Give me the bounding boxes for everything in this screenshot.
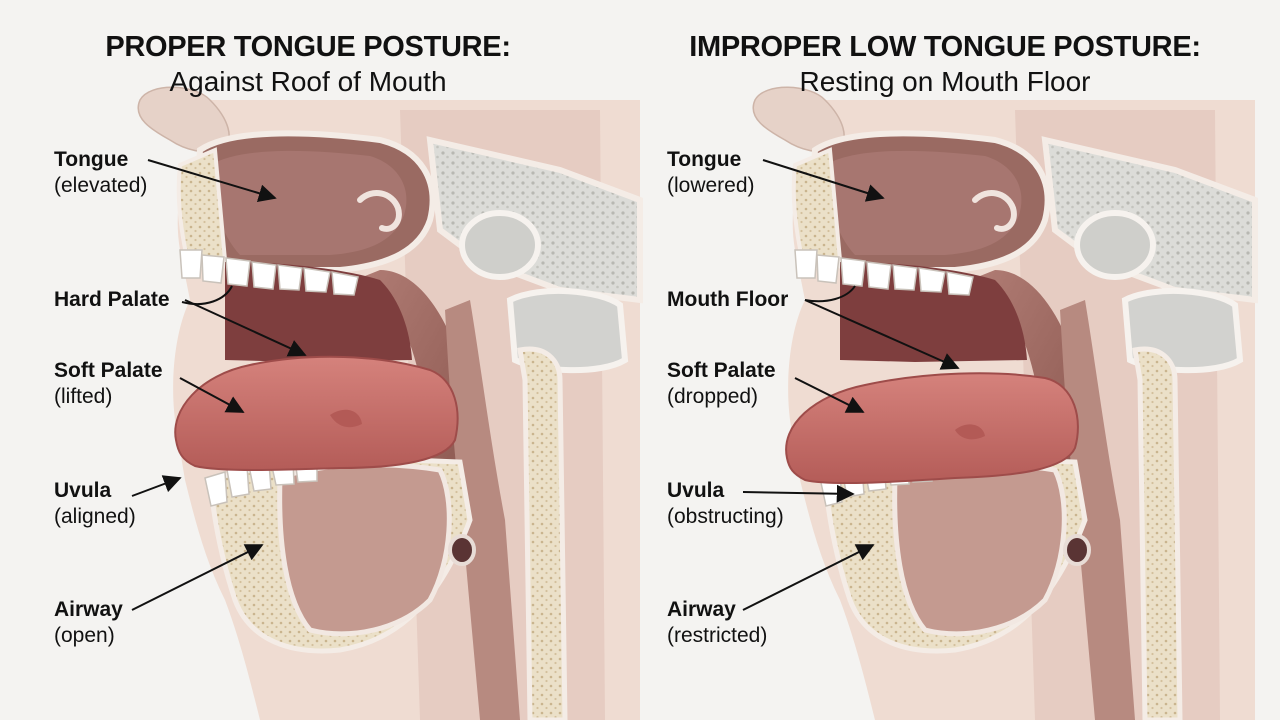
right-label-soft-palate-note: (dropped) (667, 385, 759, 408)
left-label-airway-note: (open) (54, 624, 115, 647)
right-label-uvula-name: Uvula (667, 479, 725, 502)
right-panel-illustration (742, 87, 1255, 720)
right-label-airway-note: (restricted) (667, 624, 768, 647)
right-label-airway: Airway (restricted) (667, 597, 767, 649)
left-label-soft-palate: Soft Palate (lifted) (54, 358, 163, 410)
left-panel-title: PROPER TONGUE POSTURE: Against Roof of M… (8, 30, 608, 100)
right-title-main: IMPROPER LOW TONGUE POSTURE: (689, 31, 1201, 63)
left-label-tongue-name: Tongue (54, 148, 129, 171)
left-panel-illustration (131, 87, 640, 720)
right-title-sub: Resting on Mouth Floor (799, 66, 1091, 97)
left-label-hard-palate: Hard Palate (54, 287, 170, 313)
right-label-tongue-note: (lowered) (667, 174, 755, 197)
right-label-mouth-floor: Mouth Floor (667, 287, 788, 313)
right-label-uvula-note: (obstructing) (667, 505, 784, 528)
left-title-main: PROPER TONGUE POSTURE: (105, 31, 511, 63)
right-label-mouth-floor-name: Mouth Floor (667, 288, 789, 311)
left-label-tongue-note: (elevated) (54, 174, 148, 197)
right-label-tongue-name: Tongue (667, 148, 742, 171)
left-label-uvula-name: Uvula (54, 479, 112, 502)
right-label-soft-palate: Soft Palate (dropped) (667, 358, 776, 410)
left-label-tongue: Tongue (elevated) (54, 147, 147, 199)
right-label-tongue: Tongue (lowered) (667, 147, 755, 199)
right-label-uvula: Uvula (obstructing) (667, 478, 784, 530)
left-title-sub: Against Roof of Mouth (169, 66, 447, 97)
right-label-airway-name: Airway (667, 598, 736, 621)
left-label-soft-palate-name: Soft Palate (54, 359, 163, 382)
left-label-soft-palate-note: (lifted) (54, 385, 113, 408)
left-label-uvula-note: (aligned) (54, 505, 136, 528)
left-tongue-shape (174, 355, 459, 471)
right-label-soft-palate-name: Soft Palate (667, 359, 776, 382)
right-panel-title: IMPROPER LOW TONGUE POSTURE: Resting on … (645, 30, 1245, 100)
left-label-airway-name: Airway (54, 598, 123, 621)
left-label-airway: Airway (open) (54, 597, 123, 649)
left-label-uvula: Uvula (aligned) (54, 478, 136, 530)
left-label-hard-palate-name: Hard Palate (54, 288, 170, 311)
